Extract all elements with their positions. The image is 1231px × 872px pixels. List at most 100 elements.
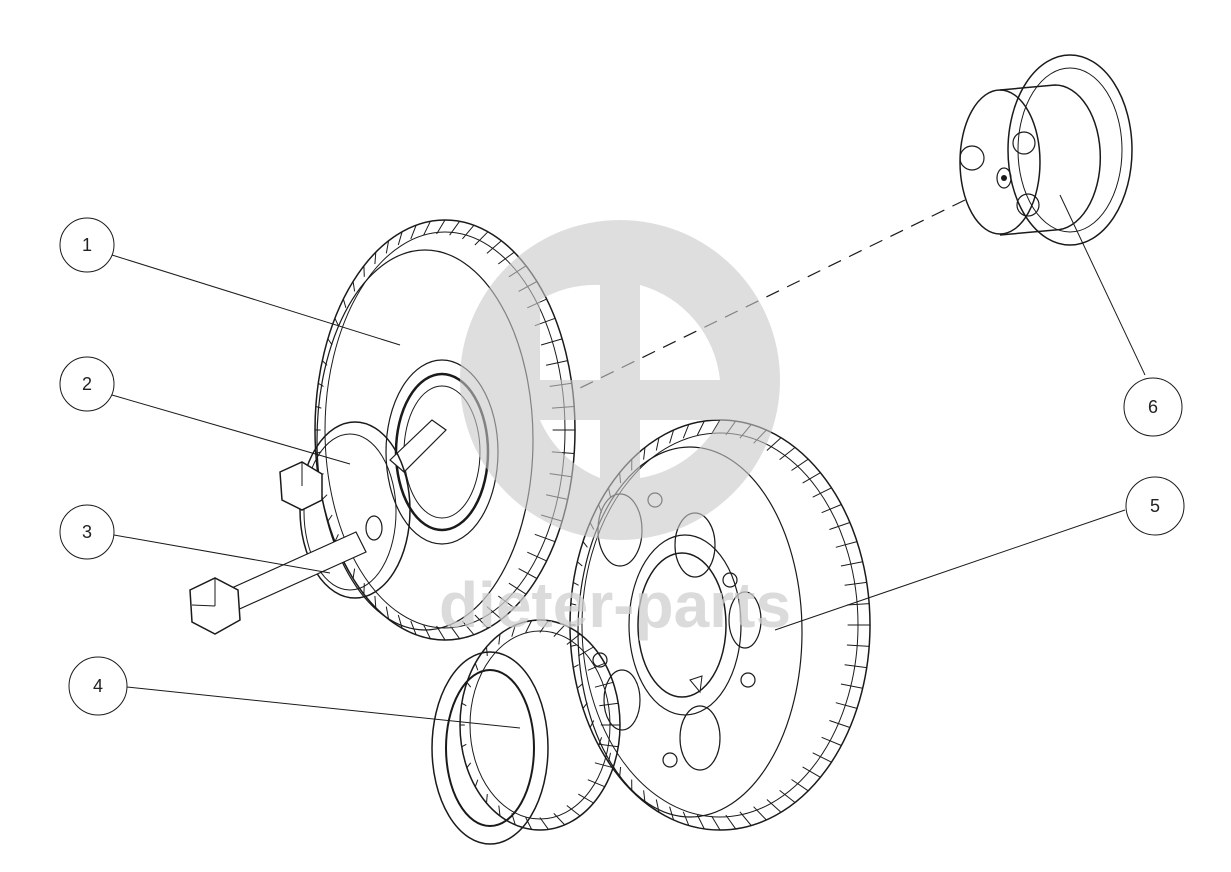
gear-tooth bbox=[553, 624, 566, 637]
leader-line-5 bbox=[774, 509, 1126, 631]
gear-tooth bbox=[829, 720, 851, 728]
gear-tooth bbox=[436, 219, 446, 235]
gear-tooth bbox=[423, 221, 431, 236]
callout-5-label: 5 bbox=[1150, 496, 1160, 516]
callout-4: 4 bbox=[68, 656, 128, 716]
gear-tooth bbox=[682, 811, 690, 826]
gear-tooth bbox=[474, 779, 479, 787]
gear-tooth bbox=[576, 561, 583, 567]
gear-tooth bbox=[570, 603, 577, 606]
gear-tooth bbox=[486, 240, 502, 254]
part-5-pump-gear-teeth bbox=[570, 419, 870, 831]
gear-tooth bbox=[573, 664, 579, 669]
part-2-thrust-washer bbox=[299, 419, 447, 599]
gear-tooth bbox=[844, 664, 867, 669]
gear-tooth bbox=[511, 624, 516, 637]
gear-tooth bbox=[669, 429, 675, 444]
leader-line-4 bbox=[126, 686, 521, 729]
part-6-idler-hub bbox=[959, 54, 1133, 246]
leader-line-2 bbox=[111, 394, 351, 465]
callout-6: 6 bbox=[1123, 377, 1183, 437]
gear-tooth bbox=[791, 779, 809, 792]
gear-tooth bbox=[643, 790, 646, 803]
gear-tooth bbox=[802, 472, 821, 484]
gear-tooth bbox=[802, 766, 821, 778]
gear-tooth bbox=[352, 281, 356, 292]
gear-tooth bbox=[682, 424, 690, 439]
gear-tooth bbox=[486, 794, 488, 804]
gear-tooth bbox=[385, 240, 390, 254]
callout-5: 5 bbox=[1125, 476, 1185, 536]
gear-tooth bbox=[410, 225, 417, 240]
gear-tooth bbox=[525, 817, 533, 830]
gear-tooth bbox=[466, 762, 472, 769]
gear-tooth bbox=[545, 360, 568, 366]
gear-tooth bbox=[525, 620, 533, 633]
gear-tooth bbox=[474, 663, 479, 671]
gear-tooth bbox=[766, 437, 782, 451]
gear-tooth bbox=[589, 720, 595, 728]
gear-tooth bbox=[352, 568, 356, 579]
gear-tooth bbox=[821, 504, 842, 514]
gear-tooth bbox=[461, 743, 467, 748]
gear-tooth bbox=[655, 437, 660, 451]
gear-tooth bbox=[696, 814, 705, 830]
gear-tooth bbox=[578, 793, 594, 804]
callout-1: 1 bbox=[59, 217, 115, 273]
gear-tooth bbox=[779, 790, 796, 803]
gear-tooth bbox=[566, 805, 581, 817]
gear-tooth bbox=[582, 541, 588, 548]
gear-tooth bbox=[791, 458, 809, 471]
gear-tooth bbox=[534, 533, 556, 543]
part-3-bolt bbox=[189, 461, 367, 635]
callout-3-label: 3 bbox=[82, 522, 92, 542]
gear-tooth bbox=[835, 702, 858, 709]
gear-tooth bbox=[669, 806, 675, 821]
gear-tooth bbox=[342, 298, 347, 308]
callout-2: 2 bbox=[59, 356, 115, 412]
gear-tooth bbox=[498, 805, 501, 816]
gear-tooth bbox=[821, 736, 842, 746]
gear-tooth bbox=[812, 487, 832, 498]
gear-tooth bbox=[540, 338, 563, 346]
gear-tooth bbox=[696, 420, 705, 436]
gear-tooth bbox=[573, 581, 579, 586]
part-5-pump-gear bbox=[569, 419, 871, 831]
gear-tooth bbox=[410, 620, 417, 635]
gear-tooth bbox=[643, 447, 646, 460]
gear-tooth bbox=[846, 603, 870, 606]
gear-tooth bbox=[844, 581, 867, 586]
gear-tooth bbox=[766, 799, 782, 813]
leader-line-3 bbox=[113, 534, 331, 574]
gear-tooth bbox=[753, 806, 767, 821]
part-4-crank-gear bbox=[431, 619, 621, 845]
gear-tooth bbox=[334, 534, 339, 542]
gear-tooth bbox=[725, 814, 737, 830]
gear-tooth bbox=[474, 231, 489, 246]
gear-tooth bbox=[812, 752, 832, 763]
gear-tooth bbox=[327, 514, 333, 522]
gear-tooth bbox=[374, 252, 377, 265]
watermark-text: dieter-parts bbox=[439, 569, 791, 641]
callout-6-label: 6 bbox=[1148, 397, 1158, 417]
leader-line-6 bbox=[1059, 194, 1146, 376]
gear-tooth bbox=[498, 634, 501, 645]
callout-4-label: 4 bbox=[93, 676, 103, 696]
gear-tooth bbox=[385, 606, 390, 620]
gear-tooth bbox=[321, 494, 328, 500]
gear-tooth bbox=[587, 662, 605, 671]
gear-tooth bbox=[711, 419, 721, 435]
gear-tooth bbox=[449, 624, 461, 639]
gear-tooth bbox=[835, 541, 858, 548]
gear-tooth bbox=[587, 779, 605, 788]
parts-logo-icon bbox=[460, 220, 780, 540]
gear-tooth bbox=[466, 681, 472, 688]
callout-1-label: 1 bbox=[82, 235, 92, 255]
gear-tooth bbox=[474, 614, 489, 629]
leader-lines bbox=[111, 194, 1146, 729]
gear-tooth bbox=[374, 595, 377, 608]
gear-tooth bbox=[486, 606, 502, 620]
gear-tooth bbox=[711, 815, 721, 831]
watermark: dieter-parts bbox=[439, 220, 791, 641]
